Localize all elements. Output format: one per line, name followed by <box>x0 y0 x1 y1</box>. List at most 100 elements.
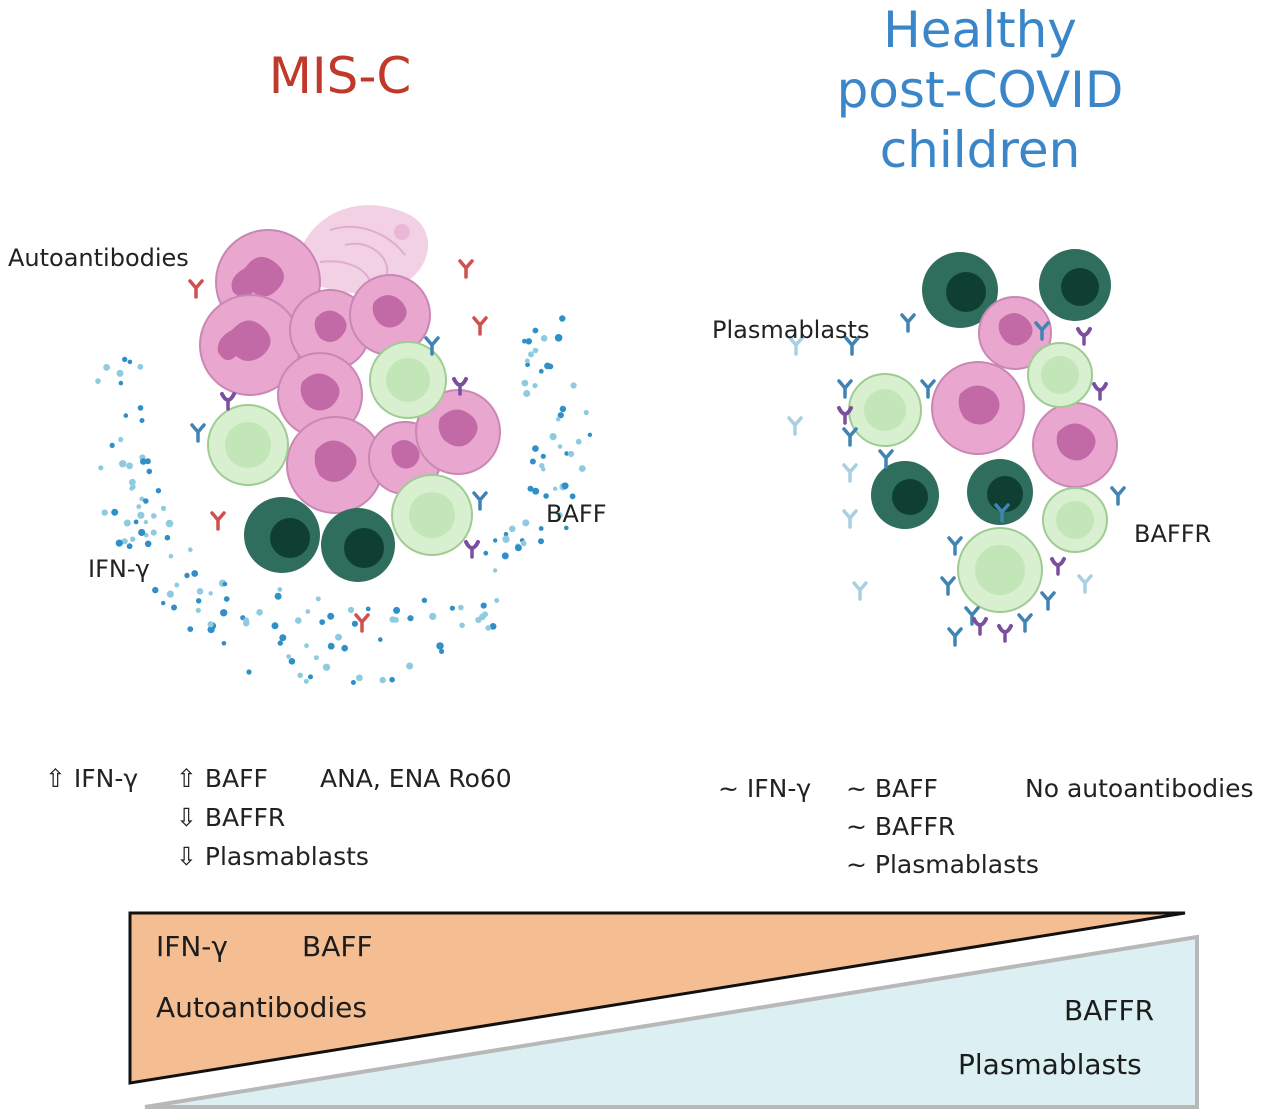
cytokine-dot <box>155 488 162 494</box>
cytokine-dot <box>152 586 159 594</box>
healthy-title-line-3: children <box>879 121 1081 179</box>
cytokine-dot <box>95 378 101 384</box>
cytokine-dot <box>544 362 551 370</box>
dark-cell-icon <box>871 461 939 529</box>
neutrophil-cells-right <box>931 296 1118 488</box>
cytokine-dot <box>256 609 263 616</box>
cytokine-dot <box>279 634 287 642</box>
cytokine-dot <box>522 519 530 527</box>
cytokine-dot <box>578 465 586 472</box>
cytokine-dot <box>524 358 530 364</box>
cytokine-dot <box>379 676 386 684</box>
cytokine-dot <box>575 438 582 445</box>
cytokine-dot <box>393 606 401 614</box>
cytokine-dot <box>327 642 335 650</box>
misc-title-text: MIS-C <box>268 47 412 105</box>
cytokine-dot <box>129 486 134 491</box>
cytokine-dot <box>322 663 331 671</box>
cytokine-dot <box>532 445 539 452</box>
cytokine-dot <box>493 538 498 543</box>
cytokine-dot <box>221 641 227 646</box>
cytokine-dot <box>365 606 371 612</box>
baff-label: BAFF <box>546 500 607 528</box>
cytokine-dot <box>532 347 539 354</box>
cytokine-dot <box>540 453 546 459</box>
cytokine-dot <box>304 643 309 649</box>
wedge-baffr-label: BAFFR <box>1064 994 1155 1027</box>
cytokine-dot <box>543 493 549 499</box>
gradient-wedge-bottom <box>144 934 1199 1109</box>
cytokine-dot <box>277 587 283 592</box>
neutrophil-icon <box>931 361 1025 455</box>
bcells-right <box>848 342 1108 613</box>
cytokine-dot <box>559 315 566 322</box>
neutrophil-icon <box>286 416 384 514</box>
cytokine-dot <box>274 592 282 600</box>
cytokine-dot <box>171 604 177 611</box>
cytokine-dot <box>286 654 291 659</box>
dark-cell-icon <box>1039 249 1111 321</box>
cytokine-dot <box>174 582 180 588</box>
cytokine-dot <box>165 519 174 528</box>
cytokine-dot <box>133 519 139 525</box>
cytokine-dot <box>436 642 444 650</box>
cytokine-dot <box>570 382 577 389</box>
cytokine-dots-left <box>95 315 593 685</box>
cytokine-dot <box>136 504 142 510</box>
cytokine-dot <box>195 607 201 614</box>
dark-cell-icon <box>922 252 998 328</box>
cytokine-dot <box>150 529 157 536</box>
cytokine-dot <box>341 644 349 652</box>
cytokine-dot <box>514 544 522 552</box>
cytokine-dot <box>164 534 171 541</box>
cytokine-dot <box>503 531 509 537</box>
cytokine-dot <box>529 458 536 465</box>
healthy-title-line-1: Healthy <box>883 1 1077 59</box>
cytokine-dot <box>118 436 124 443</box>
cytokine-dot <box>525 338 532 345</box>
bcell-icon <box>369 341 447 419</box>
dark-cell-icon <box>967 459 1033 525</box>
cytokine-dot <box>109 442 115 448</box>
cytokine-dot <box>319 619 326 625</box>
healthy-title: Healthy post-COVID children <box>770 0 1190 180</box>
cytokine-dot <box>527 485 534 492</box>
cytokine-dot <box>188 547 193 552</box>
cytokine-dot <box>489 623 497 630</box>
baffr-label: BAFFR <box>1134 520 1212 548</box>
cytokine-dot <box>538 368 544 374</box>
cytokine-dot <box>146 468 153 475</box>
bcells-left <box>207 341 473 556</box>
gradient-wedge-top <box>128 911 1186 1085</box>
cytokine-dot <box>449 605 455 611</box>
cytokine-dot <box>160 505 167 511</box>
cytokine-dot <box>118 380 124 386</box>
cytokine-dot <box>288 658 296 665</box>
misc-ifn-summary: ⇧ IFN-γ <box>45 764 139 793</box>
cytokine-dot <box>129 478 136 486</box>
cytokine-dot <box>492 568 498 573</box>
plasmablasts-label: Plasmablasts <box>712 316 870 344</box>
cytokine-dot <box>356 674 363 682</box>
bcell-icon <box>1027 342 1093 408</box>
cytokine-dot <box>549 433 557 441</box>
cytokine-dot <box>327 612 335 620</box>
cytokine-dot <box>308 674 313 680</box>
neutrophil-icon <box>277 352 363 438</box>
neutrophil-icon <box>978 296 1052 370</box>
cytokine-dot <box>143 498 149 504</box>
bcell-icon <box>957 527 1043 613</box>
cytokine-dot <box>207 621 214 628</box>
cytokine-dot <box>520 540 527 547</box>
cytokine-dot <box>559 405 567 413</box>
wedge-plasmablasts-label: Plasmablasts <box>958 1048 1142 1081</box>
cytokine-dot <box>389 676 395 683</box>
cytokine-dot <box>525 362 530 368</box>
cytokine-dot <box>127 359 133 365</box>
cytokine-dot <box>305 609 311 614</box>
cytokine-dot <box>222 581 228 587</box>
bcell-icon <box>1042 487 1108 553</box>
cytokine-dot <box>521 379 529 387</box>
cytokine-dot <box>121 538 128 545</box>
dark-cells-left <box>244 497 395 582</box>
